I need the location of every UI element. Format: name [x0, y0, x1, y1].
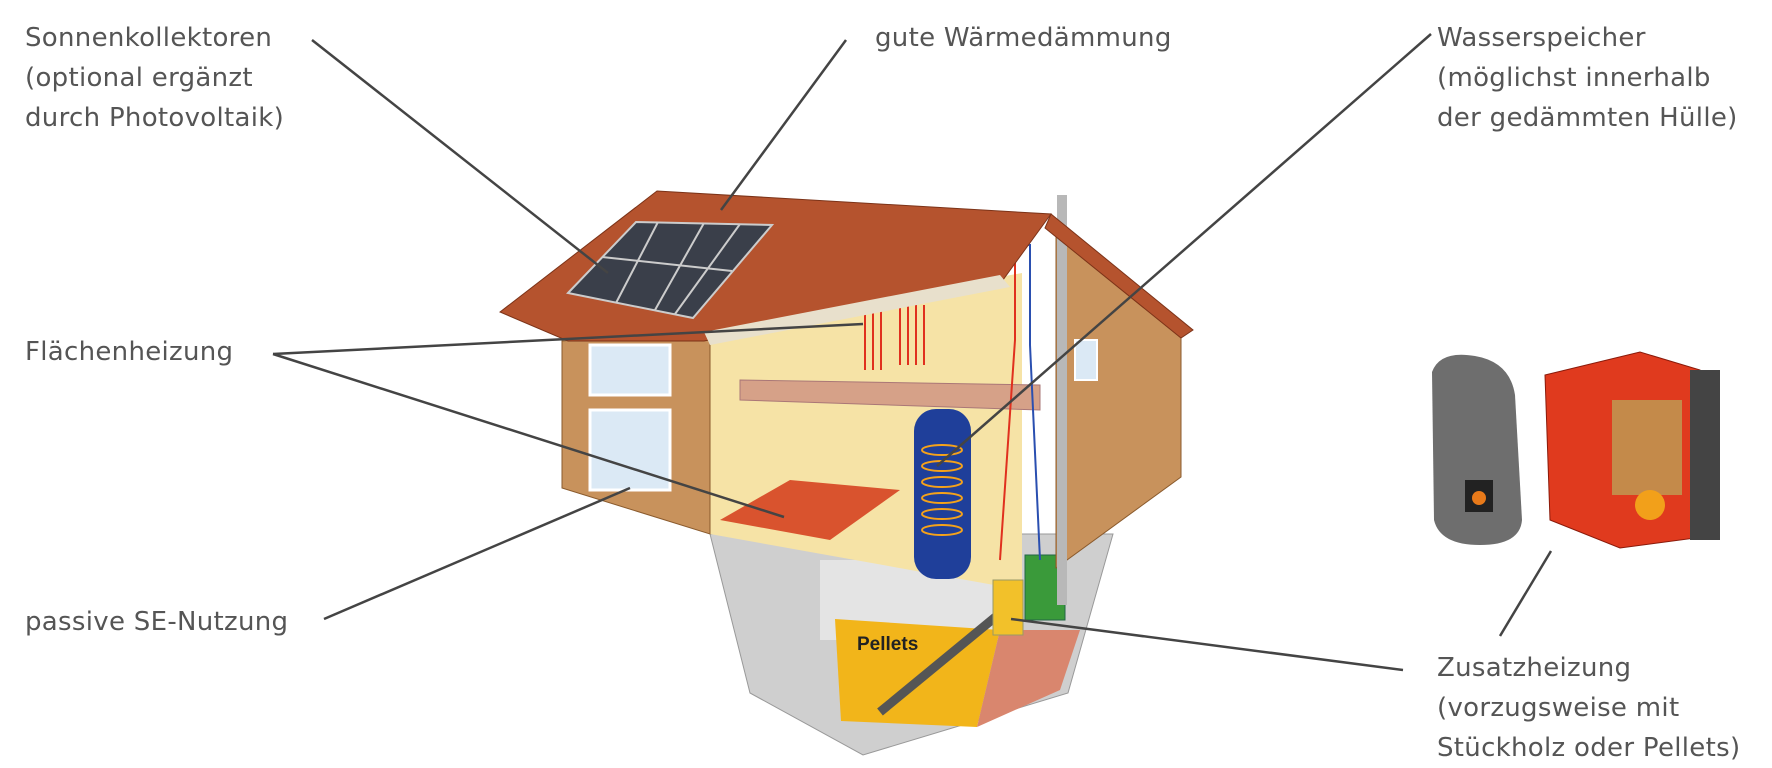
label-line: gute Wärmedämmung — [875, 23, 1172, 53]
label-line: Wasserspeicher — [1437, 23, 1646, 53]
label-line: Flächenheizung — [25, 337, 234, 367]
pellets-label: Pellets — [857, 634, 918, 655]
label-line: (möglichst innerhalb — [1437, 63, 1711, 93]
wall-heating — [864, 305, 925, 370]
label-line: der gedämmten Hülle) — [1437, 103, 1738, 133]
label-line: Sonnenkollektoren — [25, 23, 273, 53]
label-surface-heating: Flächenheizung — [25, 332, 233, 372]
label-line: durch Photovoltaik) — [25, 103, 285, 133]
floor-heating-ground — [720, 480, 900, 540]
roof-right — [1044, 213, 1194, 339]
basement-floor — [977, 630, 1080, 727]
solar-panels — [566, 220, 775, 320]
label-insulation: gute Wärmedämmung — [875, 18, 1172, 58]
label-line: (optional ergänzt — [25, 63, 253, 93]
leader-lines — [272, 33, 1553, 672]
chimney — [1057, 195, 1067, 605]
label-line: passive SE-Nutzung — [25, 607, 289, 637]
pellet-boiler — [992, 579, 1024, 636]
wood-stove — [1432, 354, 1522, 545]
pellet-auger — [877, 601, 1013, 716]
label-passive-solar: passive SE-Nutzung — [25, 602, 288, 642]
label-solar-collectors: Sonnenkollektoren (optional ergänzt durc… — [25, 18, 284, 138]
upper-floor-slab — [739, 379, 1041, 411]
label-auxiliary-heating: Zusatzheizung (vorzugsweise mit Stückhol… — [1437, 648, 1740, 768]
label-line: (vorzugsweise mit — [1437, 693, 1680, 723]
label-line: Zusatzheizung — [1437, 653, 1632, 683]
right-window — [1074, 339, 1098, 381]
basement-inner-wall — [820, 560, 1000, 640]
label-line: Stückholz oder Pellets) — [1437, 733, 1741, 763]
windows — [588, 343, 672, 492]
label-water-storage: Wasserspeicher (möglichst innerhalb der … — [1437, 18, 1738, 138]
